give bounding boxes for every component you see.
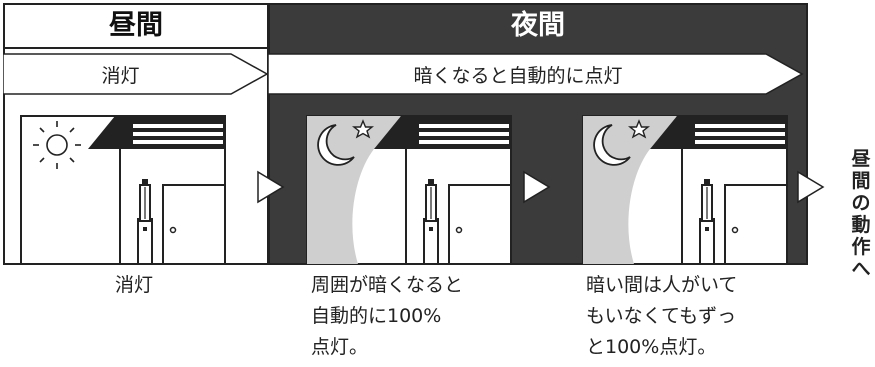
door-icon: [448, 184, 512, 265]
moon-icon: [593, 124, 631, 166]
banner-arrow-shape: [268, 53, 804, 95]
night-scene-1: [306, 115, 512, 265]
night-header: 夜間: [511, 10, 565, 41]
night-banner-label: 暗くなると自動的に点灯: [413, 64, 623, 87]
door-icon: [724, 184, 788, 265]
day-panel: 昼間 消灯: [3, 3, 269, 265]
next-arrow-icon: [257, 170, 285, 204]
side-label: 昼間の動作へ: [851, 148, 871, 280]
star-icon: [352, 119, 374, 139]
night-panel: 夜間 暗くなると自動的に点灯: [268, 3, 808, 265]
night-scene-2: [582, 115, 788, 265]
banner-arrow-shape: [3, 53, 269, 95]
night-banner: 暗くなると自動的に点灯: [268, 53, 806, 95]
moon-icon: [317, 124, 355, 166]
day-caption: 消灯: [115, 274, 154, 296]
star-icon: [628, 119, 650, 139]
night-caption-1: 周囲が暗くなると 自動的に100% 点灯。: [311, 274, 464, 358]
next-arrow-icon: [523, 170, 551, 204]
gate-light-icon: [699, 179, 715, 265]
gate-light-icon: [137, 179, 153, 265]
gate-light-icon: [423, 179, 439, 265]
day-banner-label: 消灯: [101, 64, 140, 87]
day-scene: [20, 115, 226, 265]
sun-icon: [33, 121, 81, 169]
door-icon: [162, 184, 226, 265]
next-arrow-icon: [797, 170, 825, 204]
day-header: 昼間: [5, 5, 267, 49]
day-banner: 消灯: [3, 53, 271, 95]
night-caption-2: 暗い間は人がいて もいなくてもずっ と100%点灯。: [586, 274, 738, 358]
